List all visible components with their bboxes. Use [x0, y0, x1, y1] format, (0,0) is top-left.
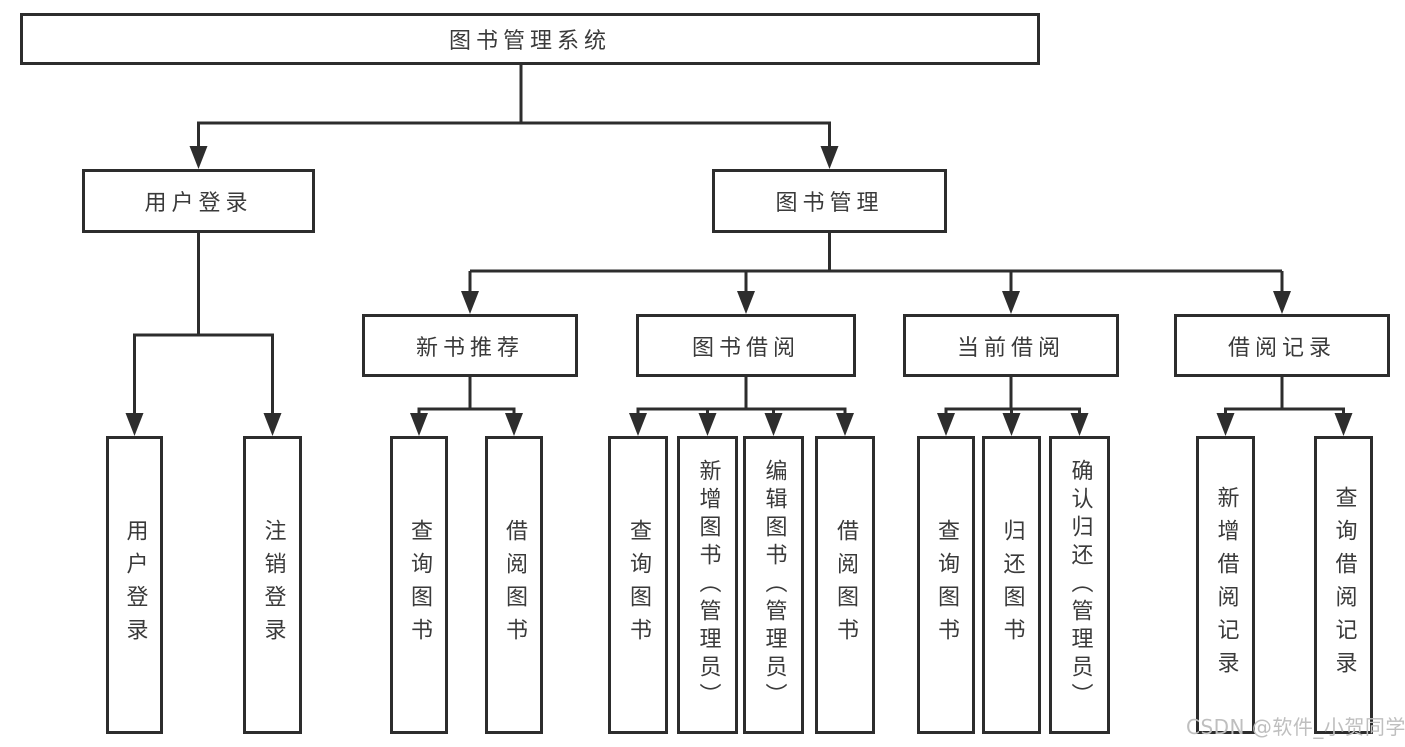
- leaf-borrow-add-books-admin: 新增图书（管理员）: [677, 436, 738, 734]
- leaf-rec-query-books: 查询图书: [390, 436, 448, 734]
- node-current-borrowing: 当前借阅: [903, 314, 1119, 377]
- leaf-logout: 注销登录: [243, 436, 302, 734]
- leaf-label: 用户登录: [122, 519, 148, 651]
- leaf-label: 查询图书: [626, 519, 651, 651]
- leaf-borrow-borrow-books: 借阅图书: [815, 436, 875, 734]
- node-book-management: 图书管理: [712, 169, 947, 233]
- leaf-label: 查询借阅记录: [1331, 486, 1357, 684]
- leaf-label: 归还图书: [999, 519, 1025, 651]
- node-new-book-recommendation: 新书推荐: [362, 314, 578, 377]
- leaf-records-query-borrow-record: 查询借阅记录: [1314, 436, 1373, 734]
- leaf-label: 新增借阅记录: [1213, 486, 1239, 684]
- leaf-label: 编辑图书（管理员）: [761, 459, 787, 711]
- node-user-login: 用户登录: [82, 169, 315, 233]
- leaf-label: 确认归还（管理员）: [1067, 459, 1093, 711]
- leaf-current-query-books: 查询图书: [917, 436, 975, 734]
- leaf-label: 借阅图书: [502, 519, 527, 651]
- node-library-management-system: 图书管理系统: [20, 13, 1040, 65]
- leaf-label: 注销登录: [260, 519, 286, 651]
- leaf-borrow-edit-books-admin: 编辑图书（管理员）: [743, 436, 804, 734]
- leaf-label: 新增图书（管理员）: [695, 459, 721, 711]
- leaf-label: 查询图书: [407, 519, 432, 651]
- leaf-current-return-books: 归还图书: [982, 436, 1041, 734]
- leaf-user-login: 用户登录: [106, 436, 163, 734]
- node-borrowing-records: 借阅记录: [1174, 314, 1390, 377]
- leaf-records-add-borrow-record: 新增借阅记录: [1196, 436, 1255, 734]
- watermark-text: CSDN @软件_小贺同学: [1186, 715, 1405, 739]
- leaf-borrow-query-books: 查询图书: [608, 436, 668, 734]
- leaf-current-confirm-return-admin: 确认归还（管理员）: [1049, 436, 1110, 734]
- arrowheads: [125, 146, 1353, 436]
- leaf-label: 查询图书: [934, 519, 959, 651]
- leaf-rec-borrow-books: 借阅图书: [485, 436, 543, 734]
- node-book-borrowing: 图书借阅: [636, 314, 856, 377]
- leaf-label: 借阅图书: [833, 519, 858, 651]
